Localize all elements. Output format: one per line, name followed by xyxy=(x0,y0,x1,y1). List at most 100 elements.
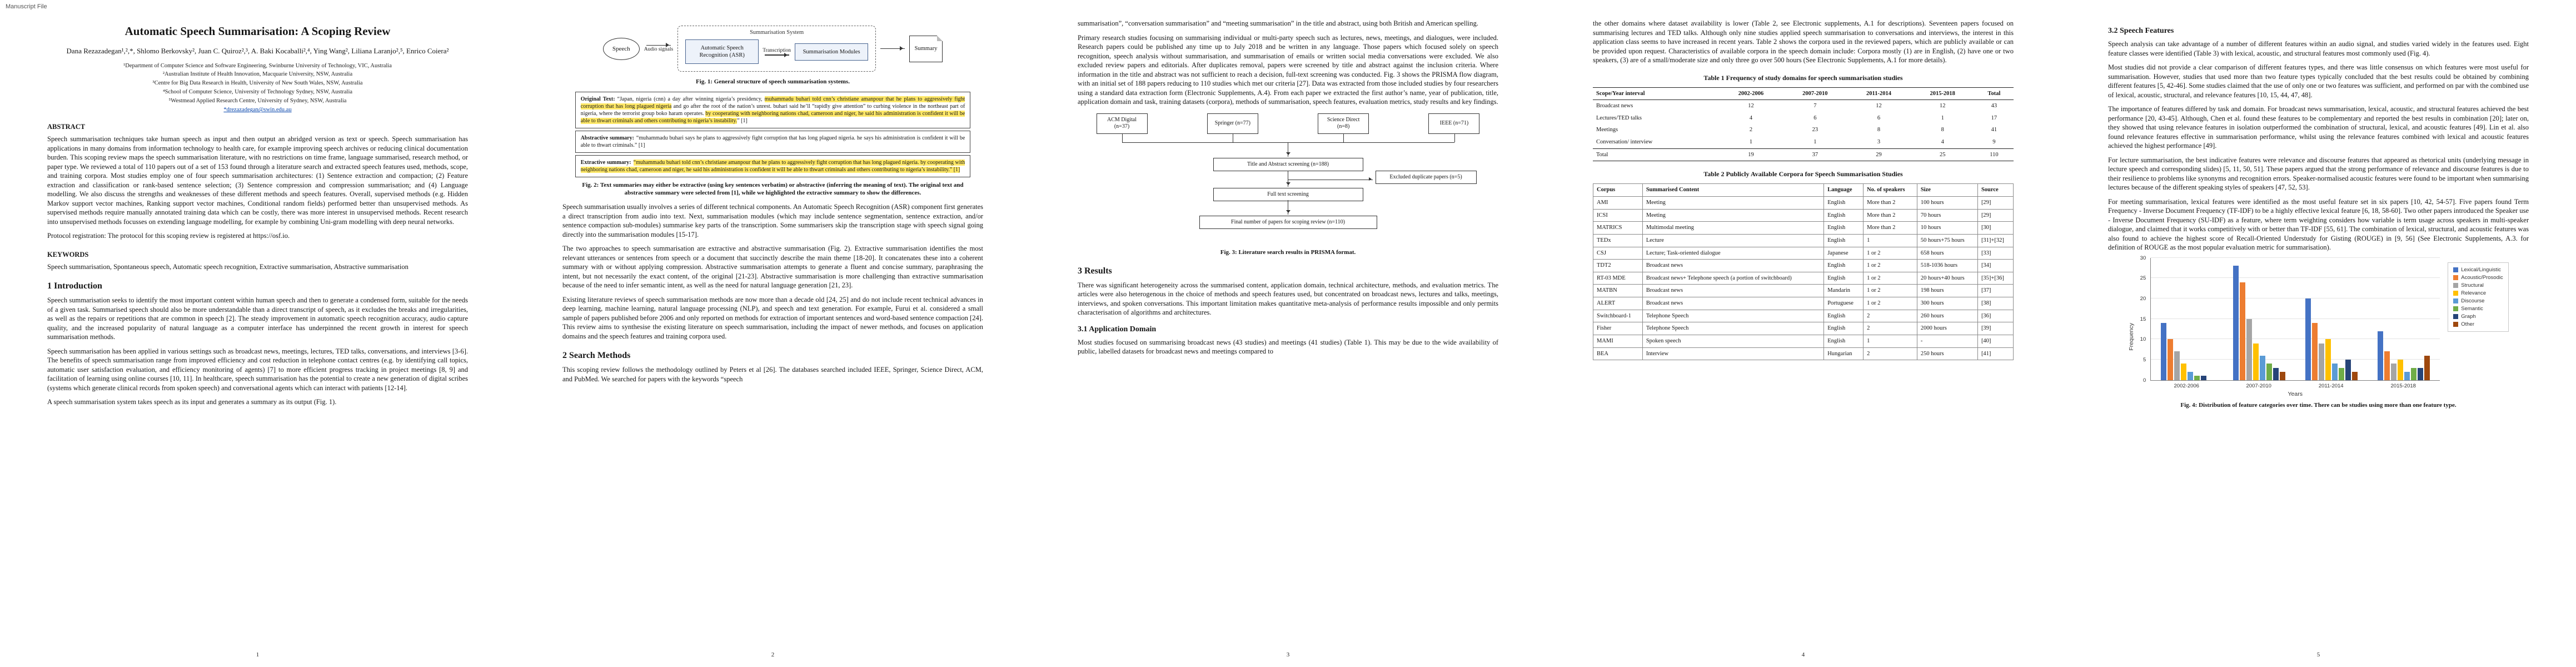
fig1-system-inner: Automatic Speech Recognition (ASR) Trans… xyxy=(685,39,869,64)
column-header: Corpus xyxy=(1593,183,1643,197)
bar-group xyxy=(2295,258,2368,380)
column-header: No. of speakers xyxy=(1863,183,1917,197)
table-cell: 2 xyxy=(1749,127,1753,133)
table-cell: Telephone Speech xyxy=(1642,309,1825,323)
bar xyxy=(2332,364,2338,380)
bar-groups xyxy=(2151,258,2440,380)
bar xyxy=(2161,322,2167,380)
table-cell: [38] xyxy=(1977,297,2014,310)
y-tick-label: 30 xyxy=(2140,255,2146,261)
legend-label: Relevance xyxy=(2461,290,2487,296)
table-1-title: Table 1 Frequency of study domains for s… xyxy=(1703,73,1903,82)
bar xyxy=(2280,371,2286,380)
table-cell: English xyxy=(1823,196,1864,210)
keywords-heading: KEYWORDS xyxy=(47,250,89,258)
arrow-right-icon xyxy=(880,46,905,52)
table-cell: BEA xyxy=(1593,347,1643,361)
body-paragraph: summarisation”, “conversation summarisat… xyxy=(1078,19,1479,27)
table-cell: 29 xyxy=(1847,148,1911,161)
manuscript-file-label: Manuscript File xyxy=(6,3,47,10)
table-cell: 50 hours+75 hours xyxy=(1916,233,1978,247)
bar xyxy=(2174,351,2180,380)
table-cell: 1 or 2 xyxy=(1863,297,1917,310)
affiliation-line: ³Centre for Big Data Research in Health,… xyxy=(152,80,363,87)
y-tick-label: 25 xyxy=(2140,275,2146,282)
prisma-source-box: ACM Digital (n=37) xyxy=(1096,113,1148,134)
table-cell: 2 xyxy=(1863,309,1917,323)
table-cell: [37] xyxy=(1977,284,2014,298)
bar xyxy=(2411,367,2417,380)
table-cell: English xyxy=(1823,259,1864,272)
column-header: Size xyxy=(1916,183,1978,197)
table-cell: Hungarian xyxy=(1823,347,1864,361)
legend-item: Discourse xyxy=(2453,298,2503,304)
y-tick-label: 10 xyxy=(2140,336,2146,343)
legend-label: Graph xyxy=(2461,313,2476,320)
bar xyxy=(2253,343,2259,380)
legend-item: Acoustic/Prosodic xyxy=(2453,275,2503,281)
legend-swatch xyxy=(2453,267,2459,272)
table-cell: More than 2 xyxy=(1863,196,1917,210)
table-cell: 9 xyxy=(1992,139,1996,146)
bar xyxy=(2404,371,2410,380)
table-cell: 260 hours xyxy=(1916,309,1978,323)
keywords-text: Speech summarisation, Spontaneous speech… xyxy=(47,262,408,271)
fig2-original-box: Original Text:“Japan, nigeria (cnn) a da… xyxy=(575,91,971,128)
bar xyxy=(2181,364,2187,380)
body-paragraph: A speech summarisation system takes spee… xyxy=(47,398,337,406)
bar xyxy=(2305,298,2311,380)
table-cell: AMI xyxy=(1593,196,1643,210)
bar-group xyxy=(2151,258,2223,380)
prisma-screening-box: Title and Abstract screening (n=188) xyxy=(1213,157,1363,171)
prisma-final-box: Final number of papers for scoping revie… xyxy=(1199,215,1377,229)
table-cell: MATRICS xyxy=(1593,221,1643,235)
table-cell: English xyxy=(1823,233,1864,247)
table-cell: Spoken speech xyxy=(1642,335,1825,348)
fig2-original-text: “Japan, nigeria (cnn) a day after winnin… xyxy=(617,96,765,102)
body-paragraph: Primary research studies focusing on sum… xyxy=(1078,33,1498,106)
figure-2: Original Text:“Japan, nigeria (cnn) a da… xyxy=(562,91,983,197)
table-2-title: Table 2 Publicly Available Corpora for S… xyxy=(1703,170,1903,178)
bar xyxy=(2194,376,2200,380)
bar xyxy=(2312,322,2318,380)
legend-item: Other xyxy=(2453,321,2503,327)
corresponding-email-link[interactable]: *drezazadegan@swin.edu.au xyxy=(223,107,292,113)
table-cell: 4 xyxy=(1749,115,1753,121)
prisma-fulltext-box: Full text screening xyxy=(1213,187,1363,201)
application-domain-body: Most studies focused on summarising broa… xyxy=(1078,338,1498,356)
table-cell: [36] xyxy=(1977,309,2014,323)
table-cell: Interview xyxy=(1642,347,1825,361)
body-paragraph: Speech summarisation has been applied in… xyxy=(47,347,468,392)
speech-features-heading: 3.2 Speech Features xyxy=(2108,27,2174,35)
table-cell: [40] xyxy=(1977,335,2014,348)
table-cell: 8 xyxy=(1941,127,1944,133)
table-cell: English xyxy=(1823,322,1864,336)
table-cell: 3 xyxy=(1877,139,1881,146)
table-cell: ICSI xyxy=(1593,208,1643,222)
table-cell: 37 xyxy=(1783,148,1847,161)
bar xyxy=(2345,359,2351,380)
table-cell: Portuguese xyxy=(1823,297,1864,310)
page-4: the other domains where dataset availabi… xyxy=(1546,0,2061,667)
fig1-system-label: Summarisation System xyxy=(750,29,804,36)
table-cell: 1 or 2 xyxy=(1863,271,1917,285)
table-cell: Lecture; Task-oriented dialogue xyxy=(1642,246,1825,260)
table-cell: 25 xyxy=(1910,148,1975,161)
figure-4-caption: Fig. 4: Distribution of feature categori… xyxy=(2180,401,2457,409)
table-cell: Lectures/TED talks xyxy=(1596,115,1642,121)
bar xyxy=(2201,376,2207,380)
table-cell: English xyxy=(1823,309,1864,323)
legend-label: Other xyxy=(2461,321,2474,327)
fig1-audio-signals-label: Audio signals xyxy=(644,47,674,53)
table-cell: [31]+[32] xyxy=(1977,233,2014,247)
table-cell: 23 xyxy=(1812,127,1818,133)
